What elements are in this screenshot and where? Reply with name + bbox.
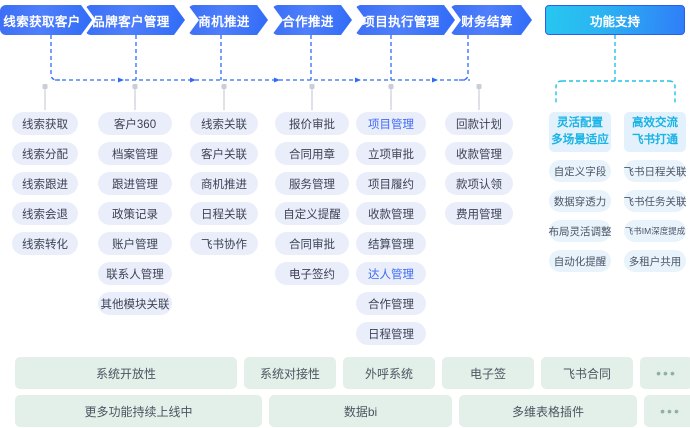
column-lead-acquisition: 线索获取线索分配线索跟进线索会退线索转化 [12,112,78,255]
support-pill[interactable]: 飞书日程关联 [624,160,687,182]
flow-stage-4[interactable]: 项目执行管理 [355,5,455,35]
bottom-item[interactable]: 外呼系统 [343,357,435,389]
module-pill[interactable]: 合同用章 [275,142,349,165]
column-cooperation: 报价审批合同用章服务管理自定义提醒合同审批电子签约 [275,112,349,285]
module-pill[interactable]: 电子签约 [275,262,349,285]
module-pill[interactable]: 客户360 [98,112,172,135]
flow-stage-5[interactable]: 财务结算 [450,5,532,35]
bottom-more-button[interactable]: ••• [640,357,690,389]
module-pill[interactable]: 其他模块关联 [98,292,172,315]
module-pill[interactable]: 回款计划 [445,112,513,135]
support-pill[interactable]: 飞书IM深度提成 [624,220,686,242]
module-pill[interactable]: 达人管理 [356,262,426,285]
module-pill[interactable]: 结算管理 [356,232,426,255]
bottom-more-button[interactable]: ••• [644,395,690,427]
bottom-item[interactable]: 更多功能持续上线中 [15,395,262,427]
support-column-flexible-config: 灵活配置多场景适应自定义字段数据穿透力布局灵活调整自动化提醒 [549,112,612,272]
support-column-header[interactable]: 灵活配置多场景适应 [549,112,611,152]
module-pill[interactable]: 政策记录 [98,202,172,225]
module-pill[interactable]: 服务管理 [275,172,349,195]
flow-stage-3[interactable]: 合作推进 [272,5,352,35]
support-pill[interactable]: 数据穿透力 [549,190,611,212]
module-pill[interactable]: 商机推进 [190,172,258,195]
support-header[interactable]: 功能支持 [545,5,685,35]
bottom-item[interactable]: 系统开放性 [15,357,237,389]
module-pill[interactable]: 线索跟进 [12,172,78,195]
module-pill[interactable]: 跟进管理 [98,172,172,195]
support-column-efficient-communication: 高效交流飞书打通飞书日程关联飞书任务关联飞书IM深度提成多租户共用 [624,112,687,272]
module-pill[interactable]: 报价审批 [275,112,349,135]
module-pill[interactable]: 线索关联 [190,112,258,135]
module-pill[interactable]: 线索分配 [12,142,78,165]
module-pill[interactable]: 合作管理 [356,292,426,315]
support-pill[interactable]: 自定义字段 [549,160,611,182]
module-pill[interactable]: 项目管理 [356,112,426,135]
module-pill[interactable]: 账户管理 [98,232,172,255]
module-pill[interactable]: 收款管理 [445,142,513,165]
module-pill[interactable]: 线索获取 [12,112,78,135]
flow-stage-0[interactable]: 线索获取客户 [0,5,92,35]
module-pill[interactable]: 自定义提醒 [275,202,349,225]
module-pill[interactable]: 日程管理 [356,322,426,345]
column-finance-settlement: 回款计划收款管理款项认领费用管理 [445,112,513,225]
bottom-item[interactable]: 系统对接性 [244,357,336,389]
bottom-item[interactable]: 飞书合同 [541,357,633,389]
module-pill[interactable]: 联系人管理 [98,262,172,285]
module-pill[interactable]: 日程关联 [190,202,258,225]
support-pill[interactable]: 布局灵活调整 [549,220,612,242]
support-header-line: 飞书打通 [632,134,678,146]
module-pill[interactable]: 合同审批 [275,232,349,255]
bottom-item[interactable]: 电子签 [442,357,534,389]
module-pill[interactable]: 款项认领 [445,172,513,195]
support-pill[interactable]: 自动化提醒 [549,250,611,272]
module-pill[interactable]: 档案管理 [98,142,172,165]
flow-stage-2[interactable]: 商机推进 [188,5,268,35]
module-pill[interactable]: 收款管理 [356,202,426,225]
support-header-line: 灵活配置 [557,117,603,129]
module-pill[interactable]: 线索转化 [12,232,78,255]
module-pill[interactable]: 项目履约 [356,172,426,195]
support-column-header[interactable]: 高效交流飞书打通 [624,112,686,152]
module-pill[interactable]: 线索会退 [12,202,78,225]
support-pill[interactable]: 飞书任务关联 [624,190,687,212]
module-pill[interactable]: 飞书协作 [190,232,258,255]
column-brand-customer: 客户360 档案管理跟进管理政策记录账户管理联系人管理其他模块关联 [98,112,172,315]
module-pill[interactable]: 立项审批 [356,142,426,165]
column-opportunity: 线索关联客户关联商机推进日程关联飞书协作 [190,112,258,255]
support-header-line: 多场景适应 [551,134,609,146]
bottom-row-1: 系统开放性系统对接性外呼系统电子签飞书合同••• [15,357,690,389]
module-pill[interactable]: 费用管理 [445,202,513,225]
bottom-item[interactable]: 数据bi [269,395,452,427]
module-pill[interactable]: 客户关联 [190,142,258,165]
support-header-line: 高效交流 [632,117,678,129]
support-pill[interactable]: 多租户共用 [624,250,686,272]
bottom-item[interactable]: 多维表格插件 [459,395,637,427]
column-project-execution: 项目管理立项审批项目履约收款管理结算管理达人管理合作管理日程管理 [356,112,426,345]
flow-stage-1[interactable]: 品牌客户管理 [85,5,185,35]
